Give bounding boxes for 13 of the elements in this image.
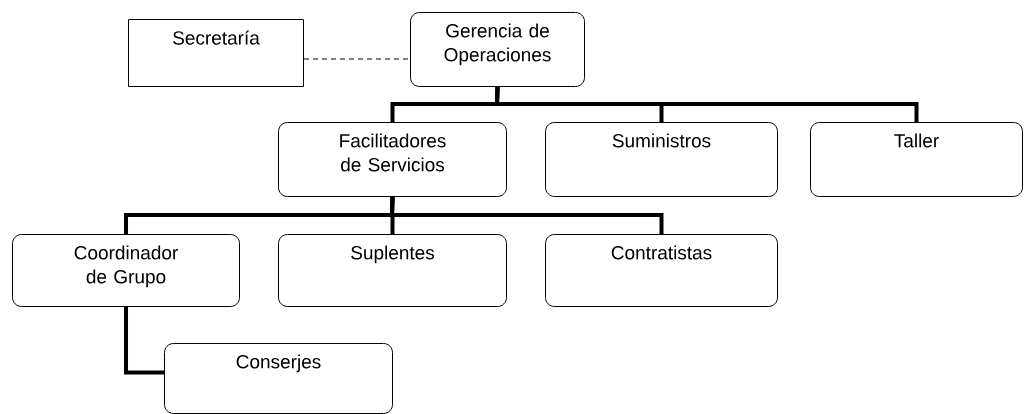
org-box: Facilitadores de Servicios	[278, 122, 507, 197]
org-box: Suministros	[545, 122, 778, 197]
org-box: Secretaría	[128, 19, 304, 87]
connector-line	[124, 307, 164, 375]
connector-line	[389, 196, 664, 234]
org-box: Taller	[810, 122, 1023, 197]
dashed-line	[303, 58, 411, 60]
org-box: Conserjes	[164, 343, 393, 414]
org-box: Gerencia de Operaciones	[410, 12, 585, 87]
connector-line	[494, 86, 919, 122]
org-box: Contratistas	[545, 234, 778, 307]
org-box: Coordinador de Grupo	[12, 234, 240, 307]
org-box: Suplentes	[278, 234, 507, 307]
